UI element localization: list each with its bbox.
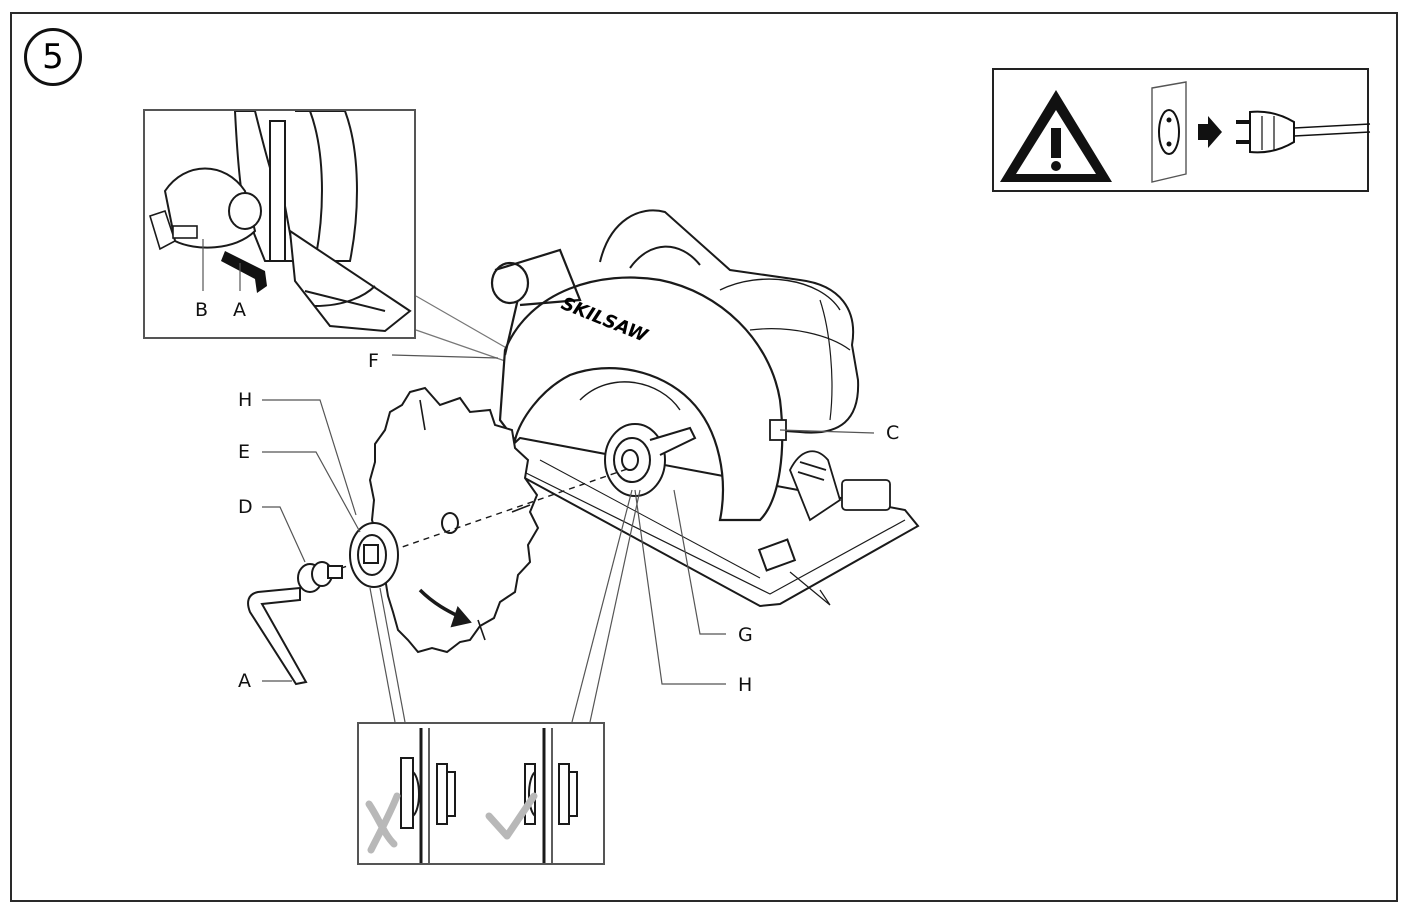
diagram-frame: [10, 12, 1398, 902]
incorrect-mounting: [400, 728, 456, 863]
outer-flange: [349, 522, 399, 588]
step-number-badge: 5: [24, 28, 82, 86]
warning-triangle-icon: [1000, 90, 1112, 182]
base-plate: [503, 436, 920, 608]
spindle-axis: [329, 467, 631, 573]
label-c: C: [886, 422, 900, 444]
step-number: 5: [42, 37, 64, 77]
bevel-scale: [789, 450, 891, 522]
blade-guard: [490, 248, 784, 522]
inset-hex-key: [221, 251, 267, 293]
base-adjustment-inset: B A: [143, 109, 416, 339]
label-e: E: [238, 441, 251, 463]
label-a-wrench: A: [238, 670, 251, 692]
unplug-warning-panel: [992, 68, 1371, 192]
flange-orientation-inset: [357, 722, 605, 865]
blade-bolt: [297, 561, 343, 593]
cross-mark-icon: [365, 792, 401, 854]
inner-flange: [604, 423, 697, 497]
inset-leader-lines: [415, 295, 511, 363]
saw-blade: [368, 386, 540, 654]
locking-knob: [149, 209, 198, 251]
unplug-from-socket-icon: [1151, 81, 1371, 183]
label-h-right: H: [738, 674, 753, 696]
label-g: G: [738, 624, 753, 646]
hex-wrench: [247, 586, 308, 686]
label-b: B: [195, 299, 209, 321]
label-a-inset: A: [233, 299, 246, 321]
label-leaders: [262, 354, 875, 723]
label-d: D: [238, 496, 253, 518]
label-f: F: [368, 350, 379, 372]
inset-housing: [163, 111, 412, 333]
label-h-left: H: [238, 389, 253, 411]
check-mark-icon: [485, 792, 538, 840]
